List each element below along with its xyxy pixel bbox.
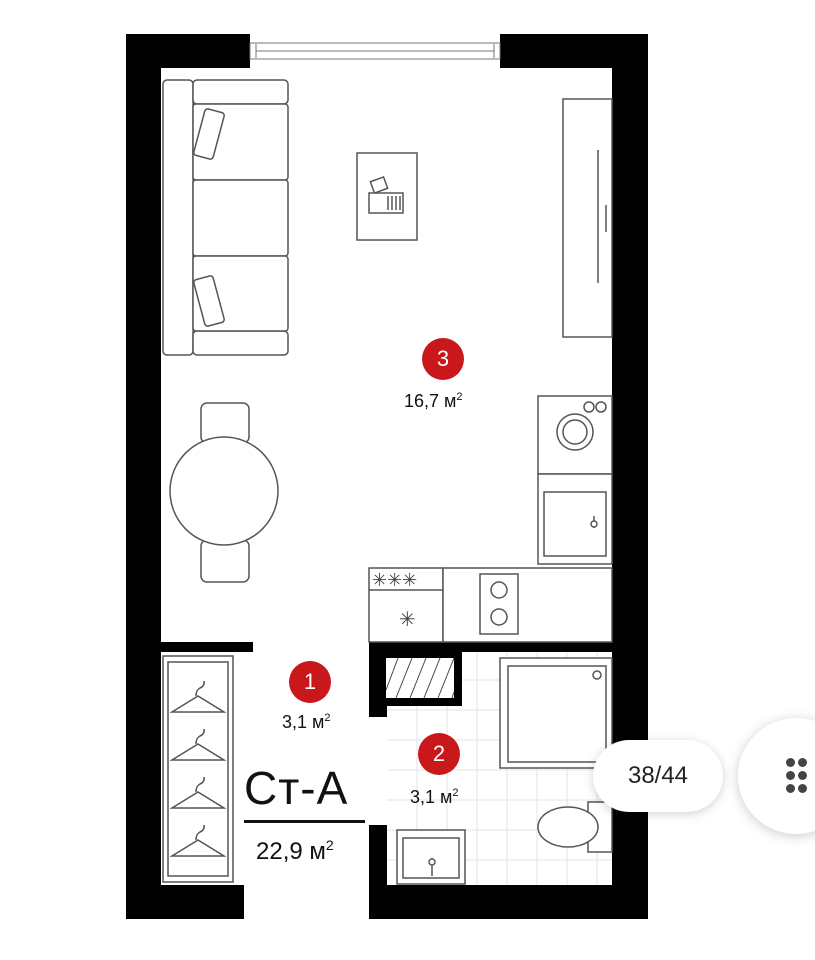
- room-marker-1: 1: [289, 661, 331, 703]
- hanger-icons: [169, 680, 227, 857]
- wardrobe: [562, 98, 613, 338]
- stove-glyphs: ✳✳✳: [372, 570, 417, 591]
- shower-tray: [499, 657, 613, 769]
- image-counter: 38/44: [593, 740, 723, 812]
- room-marker-3: 3: [422, 338, 464, 380]
- sofa: [162, 79, 289, 356]
- apartment-area: 22,9 м2: [256, 837, 334, 865]
- window: [249, 42, 501, 60]
- room-marker-2: 2: [418, 733, 460, 775]
- coffee-table: [356, 152, 418, 241]
- kitchen-sink: [537, 473, 613, 565]
- room-area-3: 16,7 м2: [404, 391, 463, 411]
- apartment-divider: [244, 820, 365, 823]
- image-counter-text: 38/44: [627, 762, 689, 789]
- dining-table: [169, 402, 279, 583]
- bathroom-sink: [396, 829, 466, 885]
- toilet: [537, 801, 613, 853]
- washing-machine: [537, 395, 613, 475]
- apartment-name: Ст-А: [244, 762, 349, 814]
- fridge-glyph: ✳: [399, 607, 416, 631]
- ventilation-shaft: [376, 652, 462, 706]
- kitchen-counter: [368, 567, 613, 643]
- room-area-1: 3,1 м2: [282, 712, 331, 732]
- room-area-2: 3,1 м2: [410, 787, 459, 807]
